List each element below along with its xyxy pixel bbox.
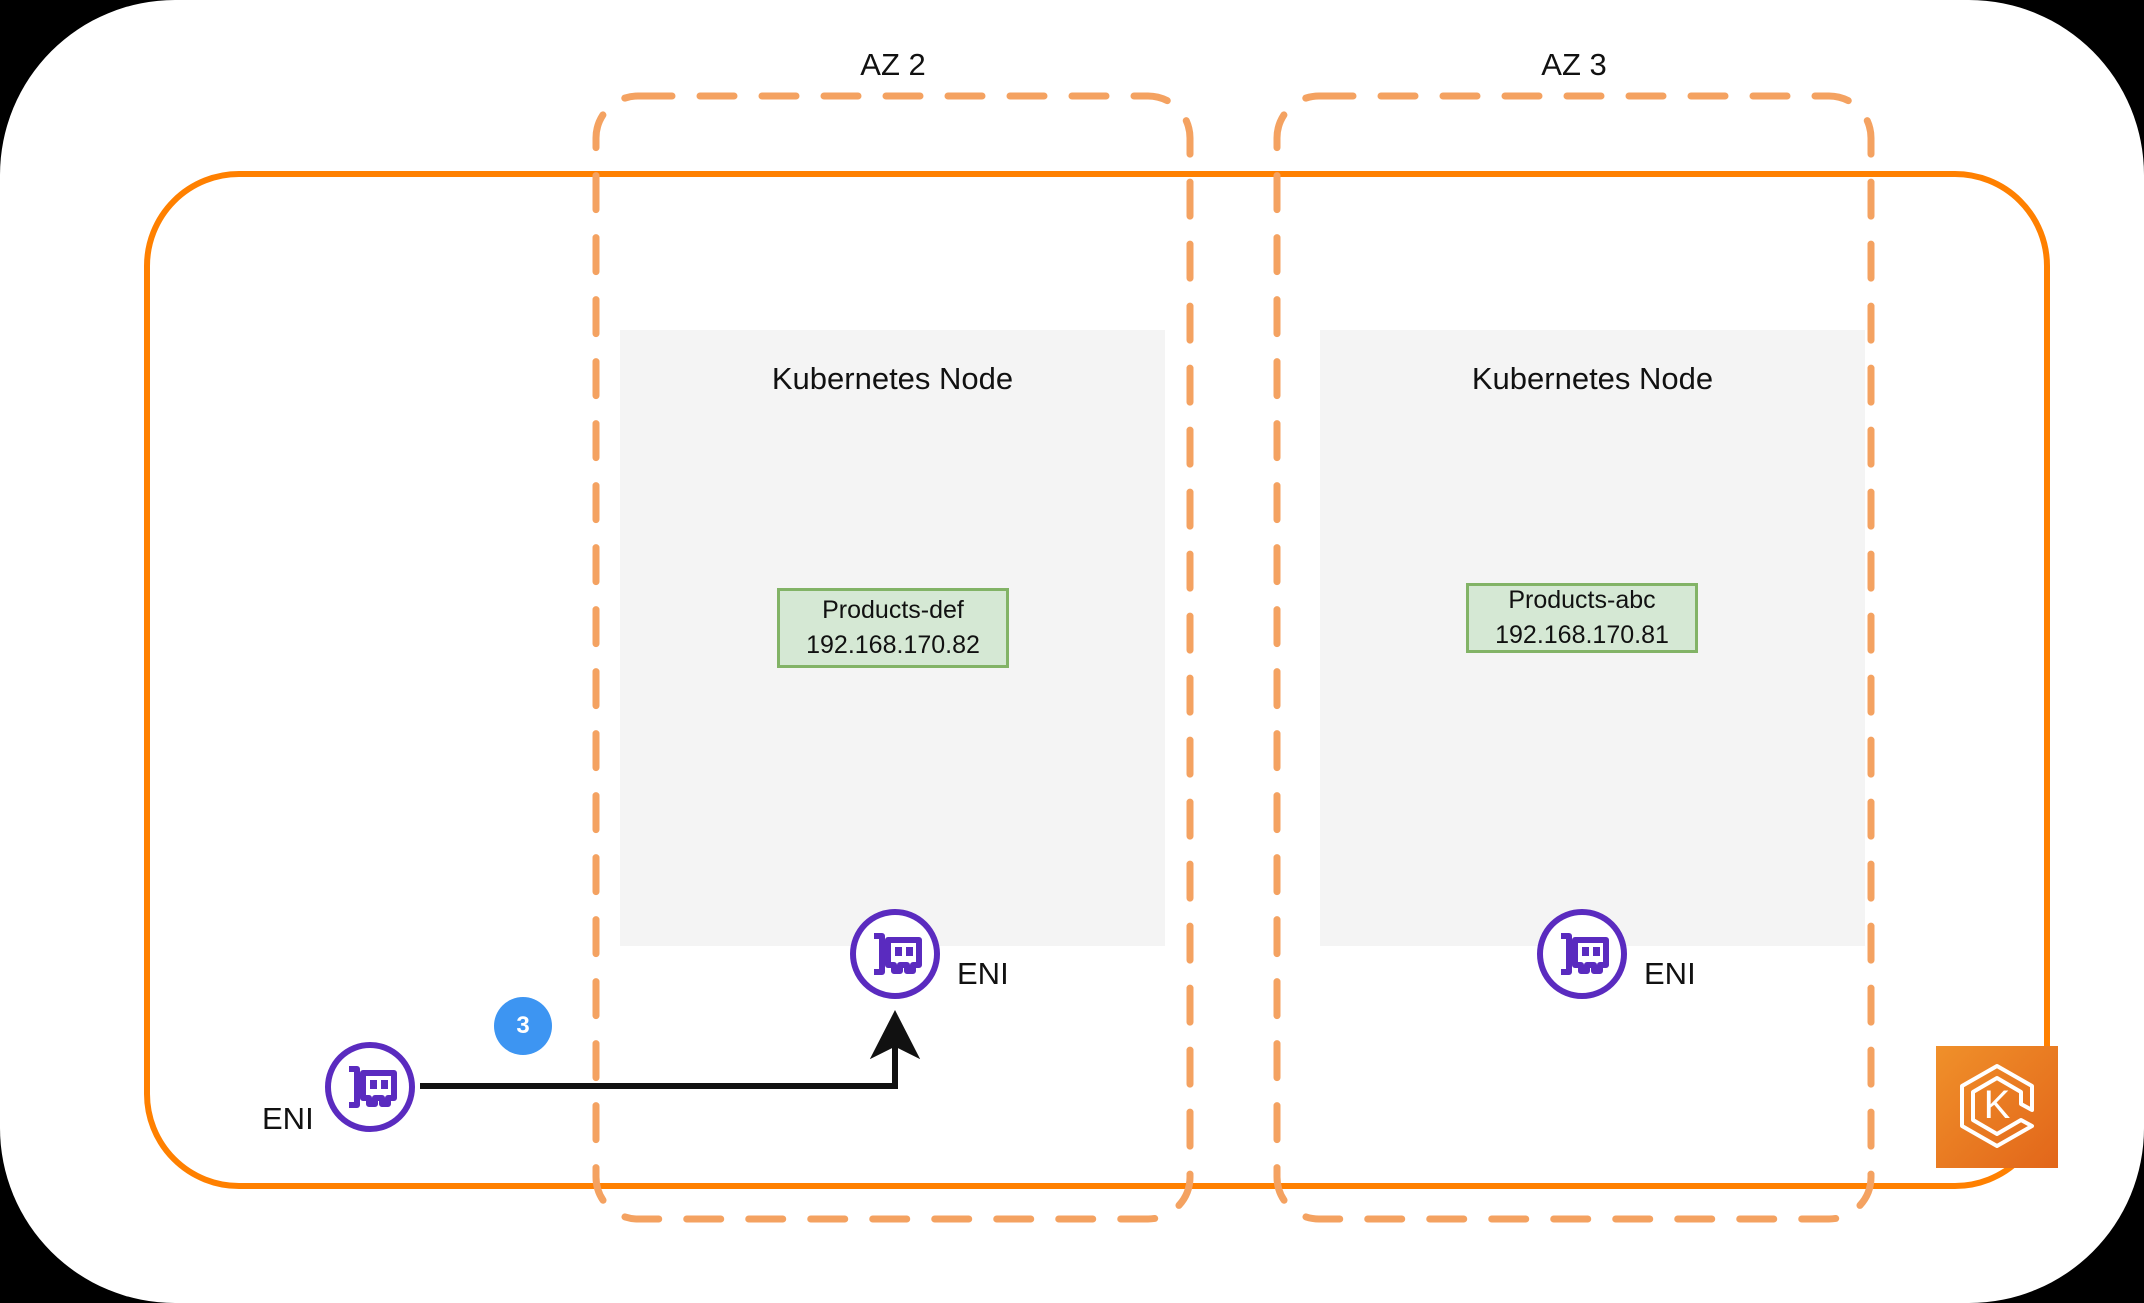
az2-boundary: [592, 92, 1194, 1223]
pod-ip: 192.168.170.81: [1495, 621, 1669, 649]
eni-left[interactable]: [324, 1041, 416, 1133]
az3-boundary: [1273, 92, 1875, 1223]
step-badge-value: 3: [516, 1012, 530, 1039]
eni-az2-label: ENI: [957, 956, 1009, 991]
eni-az3[interactable]: [1536, 908, 1628, 1000]
az2-label: AZ 2: [860, 47, 926, 82]
network-interface-card-icon: [850, 909, 940, 999]
pod-name: Products-abc: [1508, 585, 1656, 614]
pod-name: Products-def: [822, 595, 964, 624]
step-badge-3[interactable]: 3: [494, 997, 552, 1055]
amazon-eks-logo: K: [1936, 1046, 2058, 1168]
eni-az2[interactable]: [849, 908, 941, 1000]
pod-ip: 192.168.170.82: [806, 631, 980, 659]
pod-products-def[interactable]: Products-def 192.168.170.82: [777, 588, 1009, 668]
eni-az3-label: ENI: [1644, 956, 1696, 991]
network-interface-card-icon: [1537, 909, 1627, 999]
node-label-az3: Kubernetes Node: [1471, 361, 1714, 396]
eni-left-label: ENI: [262, 1101, 314, 1136]
node-label-az2: Kubernetes Node: [771, 361, 1014, 396]
eks-k-glyph: K: [1984, 1083, 2011, 1127]
network-interface-card-icon: [325, 1042, 415, 1132]
pod-products-abc[interactable]: Products-abc 192.168.170.81: [1466, 583, 1698, 653]
az3-label: AZ 3: [1541, 47, 1607, 82]
vpc-boundary: [144, 171, 2050, 1189]
amazon-eks-logo-icon: K: [1960, 1064, 2034, 1148]
connector-eni-left-to-eni-az2: [420, 1009, 921, 1089]
